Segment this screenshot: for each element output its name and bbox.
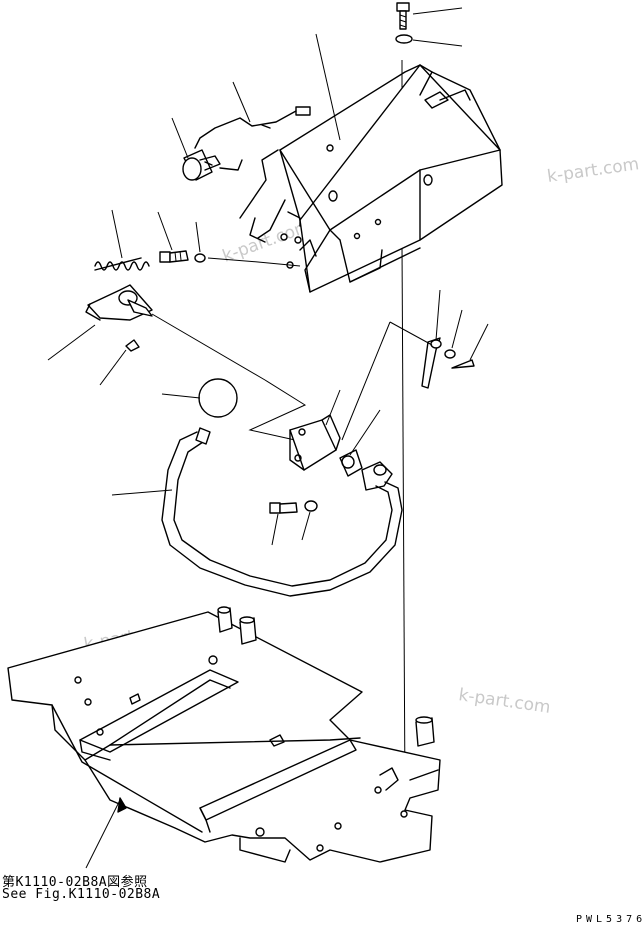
link-line-right bbox=[341, 321, 433, 441]
reference-arrow-line bbox=[85, 799, 121, 869]
leader-handle-bar bbox=[111, 489, 173, 496]
small-bolt-left bbox=[159, 250, 189, 263]
leader-box bbox=[315, 33, 341, 141]
leader-spring bbox=[111, 209, 123, 259]
reference-text-en: See Fig.K1110-02B8A bbox=[2, 887, 161, 902]
reference-text-jp: 第K1110-02B8A図参照 bbox=[2, 875, 148, 890]
leader-switch bbox=[171, 117, 189, 159]
leader-lower-bolt bbox=[271, 513, 279, 546]
leader-small-washer bbox=[195, 221, 201, 253]
leader-lever bbox=[47, 324, 96, 361]
reference-arrow-head bbox=[117, 797, 127, 813]
right-lever bbox=[421, 337, 456, 389]
handle-bar bbox=[161, 427, 403, 597]
lever-arm bbox=[85, 284, 153, 321]
switch-component bbox=[182, 149, 243, 181]
small-washer-left bbox=[194, 253, 206, 263]
pin bbox=[125, 339, 140, 352]
leader-pin bbox=[99, 349, 127, 386]
leader-knob bbox=[161, 393, 201, 399]
leader-limit-switch bbox=[325, 389, 341, 426]
clamp bbox=[361, 461, 393, 491]
bracket-right bbox=[379, 767, 399, 791]
direction-arrow bbox=[451, 359, 475, 369]
leader-small-bolt bbox=[157, 211, 173, 251]
bushing bbox=[339, 449, 363, 477]
limit-switch bbox=[289, 414, 341, 471]
watermark-1: k-part.com bbox=[546, 154, 640, 187]
lower-washer bbox=[304, 500, 318, 512]
lower-bolt bbox=[269, 502, 298, 514]
mount-post-right bbox=[415, 716, 435, 747]
spring bbox=[94, 257, 150, 271]
drawing-code: PWL5376 bbox=[576, 914, 644, 925]
link-line-lever bbox=[151, 313, 307, 441]
link-line-bolt bbox=[207, 257, 301, 267]
leader-arrow bbox=[469, 323, 489, 361]
leader-bushing bbox=[349, 409, 381, 456]
leader-right-lever bbox=[435, 289, 441, 341]
leader-lower-washer bbox=[301, 511, 311, 541]
leader-right-washer bbox=[451, 309, 463, 349]
knob-ball bbox=[198, 378, 238, 418]
watermark-4: k-part.com bbox=[457, 685, 551, 718]
leader-washer bbox=[412, 39, 463, 47]
top-washer bbox=[395, 34, 413, 44]
leader-harness bbox=[232, 81, 251, 123]
mount-post-upper bbox=[217, 606, 233, 633]
control-box bbox=[239, 64, 503, 293]
base-plate bbox=[7, 611, 441, 863]
leader-bolt bbox=[412, 7, 463, 15]
harness-connector bbox=[194, 106, 311, 149]
top-bolt bbox=[396, 2, 410, 30]
assembly-line-lower bbox=[401, 244, 406, 796]
mount-post-left bbox=[239, 616, 257, 645]
